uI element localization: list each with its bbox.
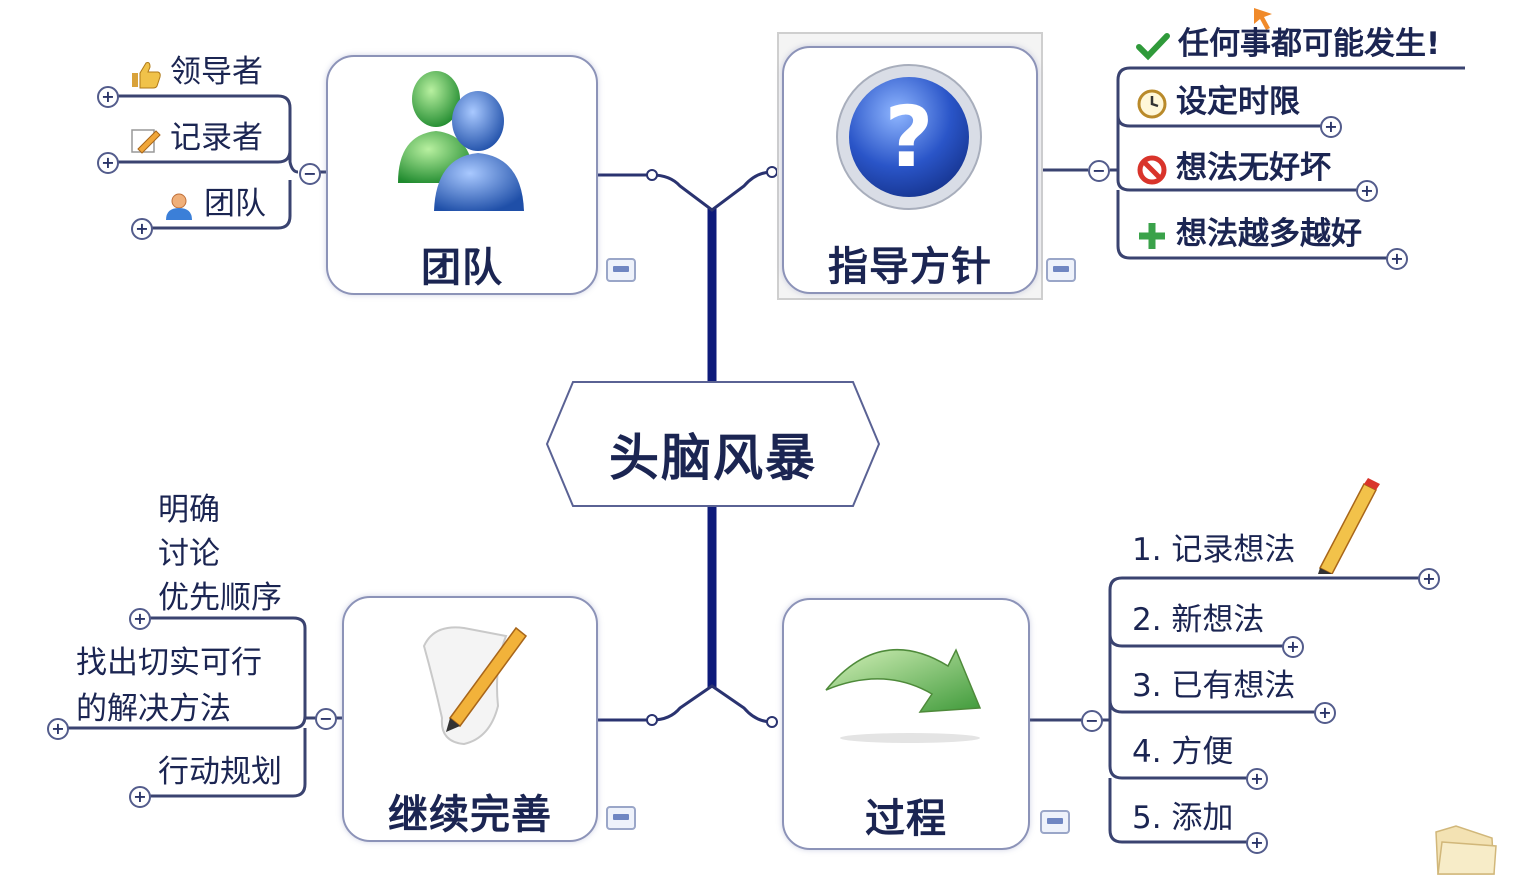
expand-button[interactable]: + bbox=[1314, 702, 1336, 724]
guidelines-item-anything[interactable]: 任何事都可能发生! bbox=[1136, 26, 1440, 62]
central-topic[interactable]: 头脑风暴 bbox=[545, 380, 881, 508]
guidelines-note-icon[interactable] bbox=[1046, 258, 1076, 282]
process-item[interactable]: 5. 添加 bbox=[1132, 800, 1234, 836]
expand-button[interactable]: + bbox=[1320, 116, 1342, 138]
expand-button[interactable]: + bbox=[47, 718, 69, 740]
improve-collapse-button[interactable]: − bbox=[315, 708, 337, 730]
guidelines-item-timelimit[interactable]: 设定时限 bbox=[1136, 84, 1300, 120]
team-item-label: 记录者 bbox=[170, 120, 263, 156]
expand-button[interactable]: + bbox=[97, 86, 119, 108]
central-hexagon bbox=[545, 381, 881, 507]
improve-item-line: 明确 bbox=[158, 492, 220, 528]
expand-button[interactable]: + bbox=[129, 786, 151, 808]
guidelines-item-nobad[interactable]: 想法无好坏 bbox=[1136, 150, 1331, 186]
improve-item-clarify[interactable]: 明确 讨论 优先顺序 bbox=[158, 488, 282, 620]
improve-item-line: 讨论 bbox=[158, 536, 220, 572]
bottom-fork bbox=[596, 684, 773, 724]
improve-item-line: 优先顺序 bbox=[158, 580, 282, 616]
team-item-label: 团队 bbox=[204, 186, 266, 222]
topic-improve-label: 继续完善 bbox=[388, 792, 552, 838]
team-note-icon[interactable] bbox=[606, 258, 636, 282]
improve-note-icon[interactable] bbox=[606, 806, 636, 830]
process-item[interactable]: 1. 记录想法 bbox=[1132, 532, 1296, 568]
expand-button[interactable]: + bbox=[1246, 768, 1268, 790]
topic-team-label: 团队 bbox=[421, 245, 503, 291]
guidelines-branch-lines bbox=[1040, 66, 1465, 260]
team-item-recorder[interactable]: 记录者 bbox=[128, 120, 263, 156]
clock-icon bbox=[1137, 89, 1167, 118]
plus-icon bbox=[1139, 222, 1165, 249]
guidelines-item-label: 设定时限 bbox=[1176, 84, 1300, 120]
checkmark-icon bbox=[1136, 32, 1170, 60]
expand-button[interactable]: + bbox=[1282, 636, 1304, 658]
expand-button[interactable]: + bbox=[1386, 248, 1408, 270]
expand-button[interactable]: + bbox=[1418, 568, 1440, 590]
central-topic-label: 头脑风暴 bbox=[609, 429, 817, 487]
pencil-icon bbox=[1318, 478, 1380, 574]
improve-item-line: 的解决方法 bbox=[76, 691, 231, 727]
team-item-label: 领导者 bbox=[170, 54, 263, 90]
prohibited-icon bbox=[1137, 155, 1167, 184]
team-item-team[interactable]: 团队 bbox=[162, 186, 266, 222]
topic-guidelines-label: 指导方针 bbox=[828, 244, 992, 290]
process-item[interactable]: 2. 新想法 bbox=[1132, 602, 1265, 638]
process-item[interactable]: 4. 方便 bbox=[1132, 734, 1234, 770]
team-item-leader[interactable]: 领导者 bbox=[128, 54, 263, 90]
expand-button[interactable]: + bbox=[97, 152, 119, 174]
topic-improve[interactable]: 继续完善 bbox=[342, 596, 598, 842]
guidelines-item-label: 任何事都可能发生! bbox=[1178, 26, 1441, 62]
cursor-icon bbox=[1254, 8, 1272, 30]
process-item[interactable]: 3. 已有想法 bbox=[1132, 668, 1296, 704]
person-icon bbox=[166, 193, 192, 220]
improve-item-line: 行动规划 bbox=[158, 754, 282, 790]
curved-arrow-icon bbox=[825, 648, 982, 743]
question-icon: ? bbox=[836, 64, 982, 210]
topic-guidelines[interactable]: ? 指导方针 bbox=[782, 46, 1038, 294]
process-note-icon[interactable] bbox=[1040, 810, 1070, 834]
expand-button[interactable]: + bbox=[131, 218, 153, 240]
process-collapse-button[interactable]: − bbox=[1081, 710, 1103, 732]
improve-item-line: 找出切实可行 bbox=[76, 645, 262, 681]
team-collapse-button[interactable]: − bbox=[299, 163, 321, 185]
expand-button[interactable]: + bbox=[1356, 180, 1378, 202]
paper-pencil-icon bbox=[422, 626, 528, 746]
svg-text:?: ? bbox=[885, 88, 934, 186]
thumbs-up-icon bbox=[132, 61, 161, 88]
improve-branch-lines bbox=[58, 616, 342, 798]
team-branch-lines bbox=[110, 94, 326, 230]
process-branch-lines bbox=[1028, 576, 1428, 844]
expand-button[interactable]: + bbox=[129, 608, 151, 630]
folder-icon bbox=[1435, 825, 1497, 875]
topic-process-label: 过程 bbox=[865, 796, 947, 842]
guidelines-collapse-button[interactable]: − bbox=[1088, 160, 1110, 182]
improve-item-plan[interactable]: 行动规划 bbox=[158, 754, 282, 790]
notepad-pencil-icon bbox=[131, 128, 161, 154]
improve-item-solution[interactable]: 找出切实可行 的解决方法 bbox=[76, 640, 262, 732]
topic-team[interactable]: 团队 bbox=[326, 55, 598, 295]
expand-button[interactable]: + bbox=[1246, 832, 1268, 854]
top-fork bbox=[596, 170, 773, 212]
topic-process[interactable]: 过程 bbox=[782, 598, 1030, 850]
guidelines-item-more[interactable]: 想法越多越好 bbox=[1136, 216, 1362, 252]
people-icon bbox=[398, 71, 524, 211]
guidelines-item-label: 想法无好坏 bbox=[1176, 150, 1331, 186]
guidelines-item-label: 想法越多越好 bbox=[1176, 216, 1362, 252]
